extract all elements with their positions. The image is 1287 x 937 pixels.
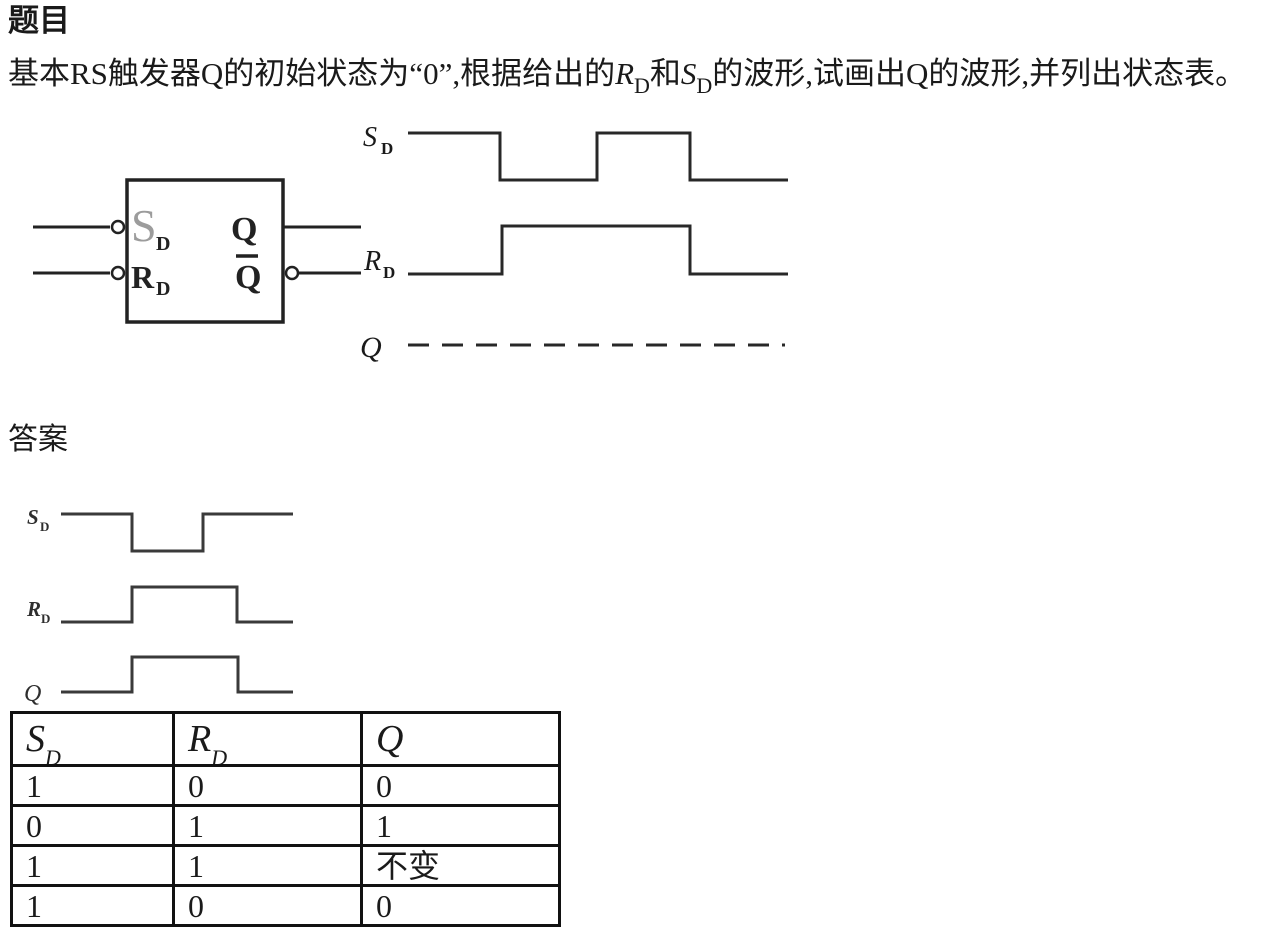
table-cell: 1 [10, 764, 175, 807]
input-bubble-rd [110, 265, 126, 281]
table-cell: 0 [172, 764, 363, 807]
waveform-sd-trace [408, 131, 788, 182]
answer-figure: S D R D Q [24, 505, 293, 707]
flipflop-rd-label-sub: D [156, 278, 170, 300]
header-rd-base: R [188, 718, 212, 760]
question-var-r: R [615, 56, 635, 91]
question-text-conj: 和 [649, 56, 681, 91]
table-cell: 0 [360, 764, 561, 807]
state-table-header-sd: SD [10, 711, 175, 767]
state-table-header-q: Q [360, 711, 561, 767]
flipflop-sd-label: S [131, 200, 157, 251]
answer-heading: 答案 [8, 423, 68, 456]
answer-sd-label-sub: D [40, 519, 49, 534]
table-cell: 0 [360, 884, 561, 927]
answer-rd-label-sub: D [41, 611, 50, 626]
question-figure: S D R D Q Q S D R D Q [33, 122, 788, 364]
table-row: 1 0 0 [10, 764, 561, 807]
table-cell: 1 [172, 804, 363, 847]
table-row: 1 1 不变 [10, 844, 561, 887]
answer-q-label: Q [24, 681, 41, 707]
question-text: 基本RS触发器Q的初始状态为“0”,根据给出的RD和SD的波形,试画出Q的波形,… [8, 53, 1286, 98]
state-table-header-row: SD RD Q [10, 711, 561, 767]
table-cell: 不变 [360, 844, 561, 887]
header-sd-base: S [26, 718, 45, 760]
header-rd-sub: D [211, 745, 228, 766]
question-text-part2: 的波形,试画出Q的波形,并列出状态表。 [712, 56, 1247, 91]
question-text-part1: 基本RS触发器Q的初始状态为“0”,根据给出的 [8, 56, 616, 91]
waveform-rd-trace [408, 224, 788, 276]
header-q-base: Q [376, 718, 404, 760]
answer-sd-label: S [27, 505, 39, 529]
answer-sd-trace [61, 512, 293, 553]
question-var-r-sub: D [634, 73, 650, 98]
table-cell: 1 [172, 844, 363, 887]
question-heading: 题目 [8, 3, 70, 38]
waveform-rd-label: R [363, 246, 381, 277]
state-table: SD RD Q 1 0 0 0 1 1 1 1 不变 1 0 [10, 711, 561, 927]
answer-rd-label: R [26, 597, 41, 621]
flipflop-q-label: Q [231, 211, 257, 248]
table-row: 1 0 0 [10, 884, 561, 927]
table-cell: 0 [172, 884, 363, 927]
table-cell: 1 [360, 804, 561, 847]
answer-rd-trace [61, 585, 293, 624]
flipflop-sd-label-sub: D [156, 233, 170, 255]
table-row: 0 1 1 [10, 804, 561, 847]
input-bubble-sd [110, 219, 126, 235]
output-bubble-qbar [284, 265, 300, 281]
table-cell: 1 [10, 844, 175, 887]
waveform-q-label: Q [360, 331, 382, 364]
flipflop-qbar-label: Q [235, 259, 261, 296]
waveform-sd-label-sub: D [381, 139, 393, 158]
question-var-s: S [680, 56, 697, 91]
state-table-header-rd: RD [172, 711, 363, 767]
waveform-rd-label-sub: D [383, 263, 395, 282]
table-cell: 1 [10, 884, 175, 927]
flipflop-rd-label: R [131, 259, 155, 295]
flipflop-box [125, 178, 285, 324]
waveform-sd-label: S [363, 122, 377, 153]
header-sd-sub: D [45, 745, 61, 766]
answer-q-trace [61, 655, 293, 694]
table-cell: 0 [10, 804, 175, 847]
question-var-s-sub: D [696, 73, 713, 98]
